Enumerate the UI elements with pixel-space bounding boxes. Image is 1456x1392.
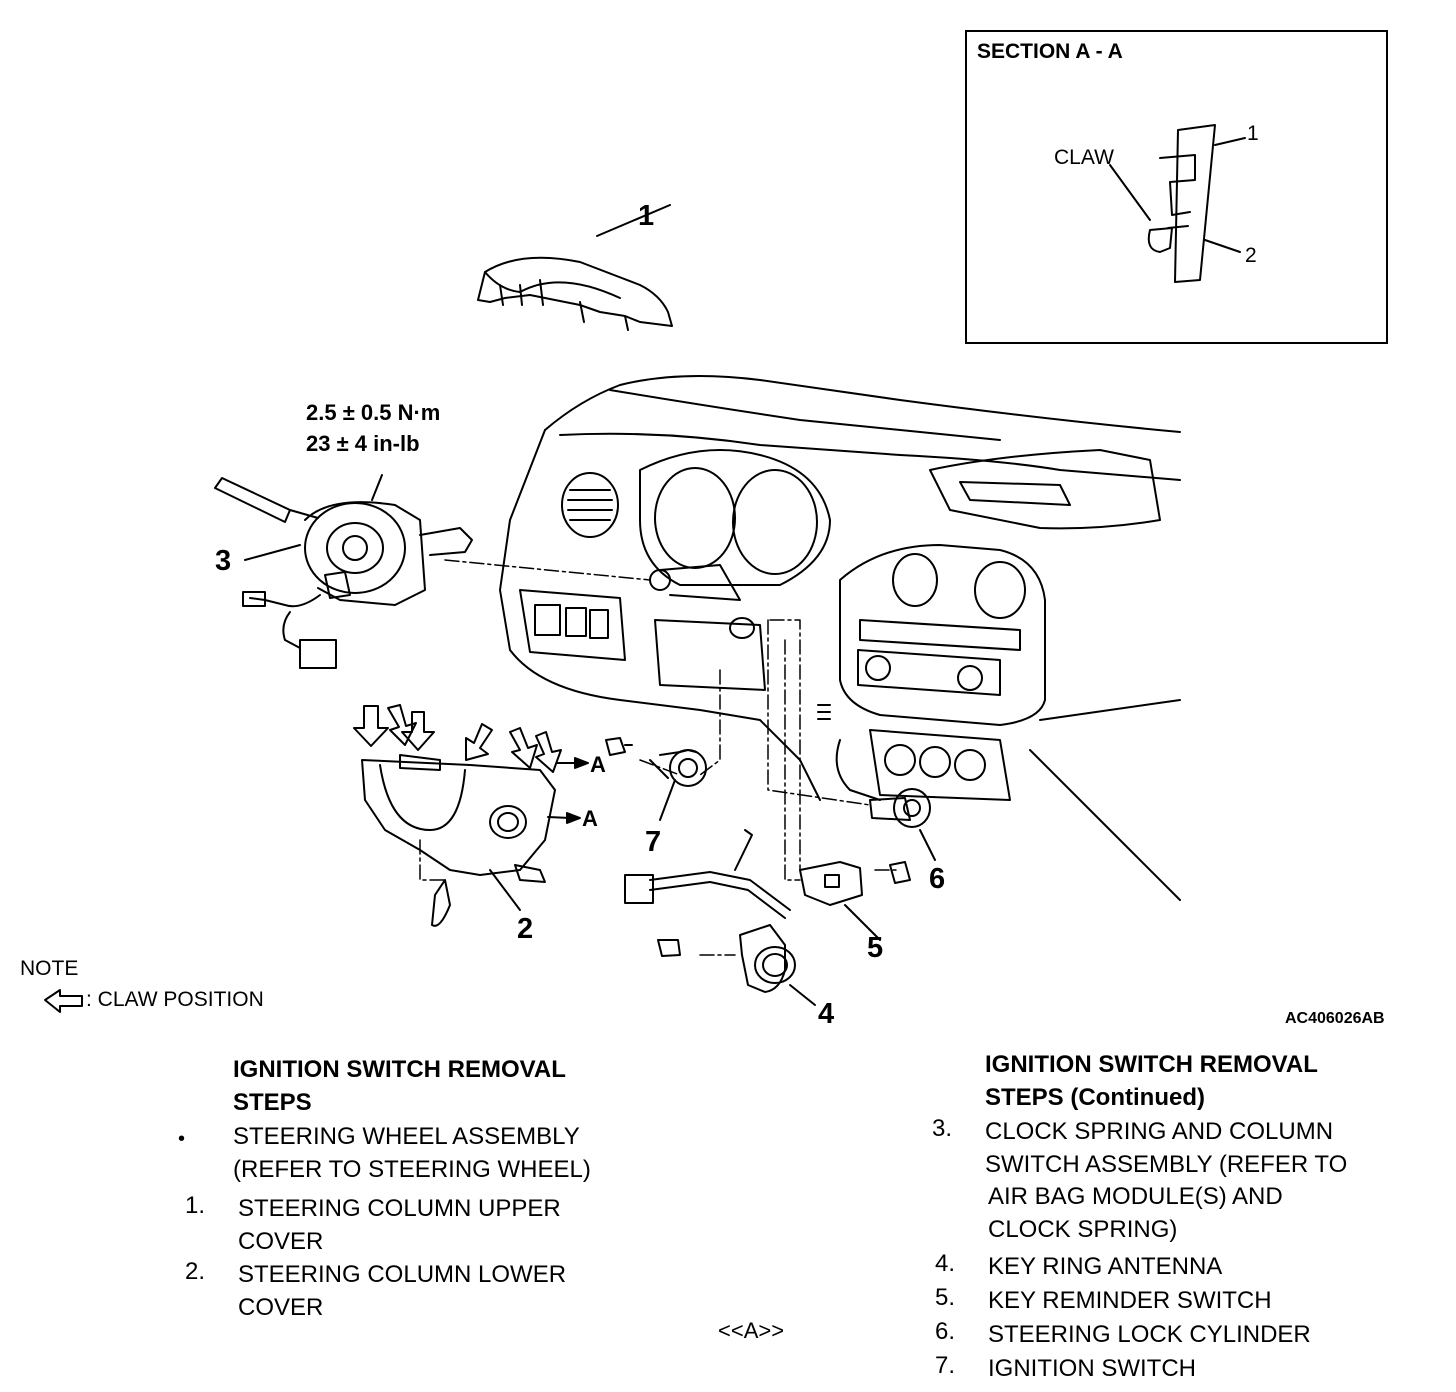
step-6-number: 6. <box>935 1318 956 1345</box>
step-steering-wheel-line1: STEERING WHEEL ASSEMBLY <box>233 1123 580 1150</box>
dashboard-drawing <box>499 375 1181 901</box>
step-2-line1: STEERING COLUMN LOWER <box>238 1261 567 1288</box>
ignition-switch-drawing <box>605 737 707 821</box>
step-3-line3: AIR BAG MODULE(S) AND <box>988 1183 1283 1210</box>
step-5-number: 5. <box>935 1284 956 1311</box>
section-arrows <box>547 757 589 824</box>
section-label-1: 1 <box>1247 122 1259 145</box>
step-3-line4: CLOCK SPRING) <box>988 1216 1178 1243</box>
reference-mark: <<A>> <box>718 1318 785 1343</box>
callout-5: 5 <box>867 932 884 964</box>
step-3-line2: SWITCH ASSEMBLY (REFER TO <box>985 1151 1348 1178</box>
torque-imperial: 23 ± 4 in-lb <box>306 431 420 456</box>
key-reminder-switch-drawing <box>799 861 911 941</box>
note-title: NOTE <box>20 957 79 980</box>
step-2-line2: COVER <box>238 1294 324 1321</box>
step-4-label: KEY RING ANTENNA <box>988 1253 1223 1280</box>
step-6-label: STEERING LOCK CYLINDER <box>988 1321 1311 1348</box>
upper-cover-drawing <box>477 204 673 331</box>
step-1-number: 1. <box>185 1192 206 1219</box>
claw-arrows <box>353 704 562 773</box>
section-marker-a-lower: A <box>582 806 598 831</box>
left-steps-title-1: IGNITION SWITCH REMOVAL <box>233 1056 566 1083</box>
callout-4: 4 <box>818 998 835 1030</box>
step-2-number: 2. <box>185 1258 206 1285</box>
step-bullet: • <box>178 1128 186 1150</box>
step-1-line1: STEERING COLUMN UPPER <box>238 1195 561 1222</box>
column-switch-drawing <box>214 474 473 669</box>
figure-code: AC406026AB <box>1285 1010 1385 1027</box>
step-5-label: KEY REMINDER SWITCH <box>988 1287 1272 1314</box>
section-label-2: 2 <box>1245 244 1257 267</box>
section-detail-drawing <box>1109 124 1246 283</box>
right-steps-title-2: STEPS (Continued) <box>985 1084 1205 1111</box>
step-steering-wheel-line2: (REFER TO STEERING WHEEL) <box>233 1156 591 1183</box>
claw-label: CLAW <box>1054 146 1114 169</box>
claw-legend-arrow-icon <box>44 989 83 1013</box>
right-steps-title-1: IGNITION SWITCH REMOVAL <box>985 1051 1318 1078</box>
step-1-line2: COVER <box>238 1228 324 1255</box>
section-title: SECTION A - A <box>977 40 1123 63</box>
step-4-number: 4. <box>935 1250 956 1277</box>
callout-7: 7 <box>645 826 662 858</box>
note-legend-text: : CLAW POSITION <box>86 988 264 1011</box>
section-marker-a-upper: A <box>590 752 606 777</box>
step-7-number: 7. <box>935 1352 956 1379</box>
left-steps-title-2: STEPS <box>233 1089 312 1116</box>
torque-metric: 2.5 ± 0.5 N·m <box>306 400 441 425</box>
step-7-label: IGNITION SWITCH <box>988 1355 1196 1382</box>
callout-2: 2 <box>517 913 534 945</box>
callout-1: 1 <box>638 200 655 232</box>
lock-cylinder-drawing <box>869 788 936 861</box>
lower-cover-drawing <box>361 754 556 927</box>
key-ring-antenna-drawing <box>624 829 816 1006</box>
callout-6: 6 <box>929 863 946 895</box>
step-3-number: 3. <box>932 1115 953 1142</box>
step-3-line1: CLOCK SPRING AND COLUMN <box>985 1118 1334 1145</box>
callout-3: 3 <box>215 545 232 577</box>
section-a-a-inset: SECTION A - A CLAW 1 2 <box>965 30 1388 344</box>
